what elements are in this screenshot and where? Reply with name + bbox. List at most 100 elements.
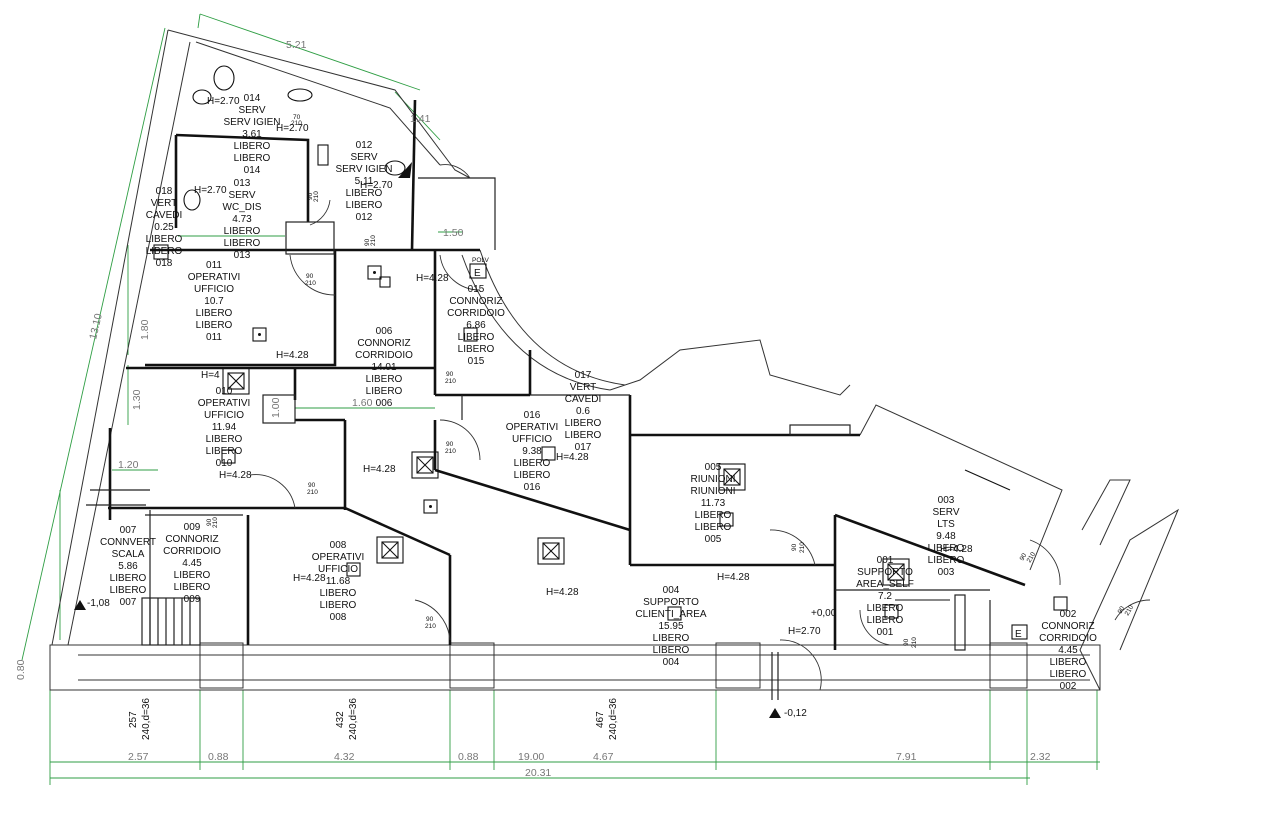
room-001-line: 001 — [877, 627, 894, 638]
room-016-line: LIBERO — [514, 458, 551, 469]
door-005-sub: 210 — [799, 542, 806, 553]
door-003-label: 90 — [1019, 552, 1029, 562]
dim-top: 5.21 — [286, 39, 307, 51]
height-015: H=4.28 — [416, 273, 449, 284]
room-006-line: 14.01 — [371, 362, 396, 373]
room-013-line: LIBERO — [224, 238, 261, 249]
height-001: H=2.70 — [788, 626, 821, 637]
e-marker-002: E — [1015, 629, 1022, 640]
room-006-line: 006 — [376, 326, 393, 337]
room-014-line: 014 — [244, 93, 261, 104]
room-014-line: 014 — [244, 165, 261, 176]
staircase — [86, 489, 201, 646]
room-017-line: CAVEDI — [565, 394, 602, 405]
room-012-line: LIBERO — [346, 188, 383, 199]
level-007: -1,08 — [87, 598, 110, 609]
room-012-line: LIBERO — [346, 200, 383, 211]
room-008-line: 008 — [330, 612, 347, 623]
room-016-line: OPERATIVI — [506, 422, 559, 433]
room-005-line: 005 — [705, 462, 722, 473]
doors — [249, 164, 1151, 691]
window-2-spec: 240,d=36 — [348, 698, 359, 740]
room-008-line: 008 — [330, 540, 347, 551]
room-006-line: CORRIDOIO — [355, 350, 413, 361]
door-002-sub: 210 — [1124, 604, 1136, 617]
room-010-line: LIBERO — [206, 434, 243, 445]
dim-432: 4.32 — [334, 751, 355, 763]
room-018-line: 018 — [156, 186, 173, 197]
room-001-line: SUPPORTO — [857, 567, 913, 578]
room-010-line: OPERATIVI — [198, 398, 251, 409]
door-008-label: 90 — [426, 616, 434, 623]
room-013-line: LIBERO — [224, 226, 261, 237]
room-005-line: 11.73 — [701, 498, 726, 509]
door-002-label: 90 — [1117, 605, 1127, 615]
room-012-line: 5.11 — [355, 176, 374, 187]
room-004-line: LIBERO — [653, 645, 690, 656]
door-010-label: 90 — [308, 482, 316, 489]
door-014-sub: 210 — [291, 120, 302, 127]
door-005-label: 90 — [791, 543, 798, 551]
door-011-sub: 210 — [305, 280, 316, 287]
height-006: H=4.28 — [363, 464, 396, 475]
room-017-line: VERT — [570, 382, 597, 393]
door-013-sub: 210 — [313, 191, 320, 202]
height-016: H=4.28 — [556, 452, 589, 463]
room-017-line: LIBERO — [565, 418, 602, 429]
level-marks: -1,08 +0,00 -0,12 — [74, 598, 837, 719]
room-014-line: LIBERO — [234, 141, 271, 152]
height-008: H=4.28 — [293, 573, 326, 584]
room-003-line: SERV — [932, 507, 959, 518]
room-011-line: 011 — [206, 260, 222, 271]
door-001-label: 90 — [903, 638, 910, 646]
room-010-line: 11.94 — [212, 422, 237, 433]
dimension-labels: 5.21 1.41 13.10 1.80 1.30 1.20 1.00 1.60… — [15, 39, 1051, 779]
dim-130: 1.30 — [131, 389, 143, 410]
dim-left: 13.10 — [87, 312, 105, 340]
room-010-line: 010 — [216, 386, 233, 397]
polv-label-015: POLV — [472, 257, 490, 264]
room-009-line: 009 — [184, 522, 201, 533]
room-017-line: LIBERO — [565, 430, 602, 441]
room-012-line: SERV IGIEN — [335, 164, 392, 175]
room-003-line: 003 — [938, 567, 955, 578]
room-002-line: 002 — [1060, 609, 1077, 620]
room-006-line: LIBERO — [366, 374, 403, 385]
room-018-line: 018 — [156, 258, 173, 269]
room-004-line: 15.95 — [658, 621, 683, 632]
room-005-line: LIBERO — [695, 510, 732, 521]
room-003-line: LTS — [937, 519, 955, 530]
room-014-line: LIBERO — [234, 153, 271, 164]
room-009-line: 4.45 — [182, 558, 202, 569]
window-row — [771, 652, 779, 700]
room-001-line: AREA_SELF — [856, 579, 914, 590]
height-010: H=4.28 — [219, 470, 252, 481]
room-013-line: 4.73 — [232, 214, 252, 225]
window-1-spec: 240,d=36 — [141, 698, 152, 740]
height-013: H=2.70 — [194, 185, 227, 196]
dim-diag: 1.41 — [410, 113, 431, 125]
dim-total: 20.31 — [525, 767, 551, 779]
room-008-line: 11.68 — [326, 576, 351, 587]
room-015-line: LIBERO — [458, 344, 495, 355]
room-009-line: CORRIDOIO — [163, 546, 221, 557]
room-001-line: LIBERO — [867, 615, 904, 626]
door-016-label: 90 — [446, 441, 454, 448]
room-007-line: 5.86 — [118, 561, 138, 572]
sanitary-fixtures — [183, 65, 412, 211]
room-004-line: 004 — [663, 657, 680, 668]
room-018-line: VERT — [151, 198, 178, 209]
room-004-line: SUPPORTO — [643, 597, 699, 608]
dim-100: 1.00 — [270, 397, 282, 418]
room-001-line: 7.2 — [878, 591, 892, 602]
door-016-sub: 210 — [445, 448, 456, 455]
room-002-line: 002 — [1060, 681, 1077, 692]
dim-232: 2.32 — [1030, 751, 1051, 763]
room-002-line: LIBERO — [1050, 657, 1087, 668]
room-011-line: LIBERO — [196, 320, 233, 331]
